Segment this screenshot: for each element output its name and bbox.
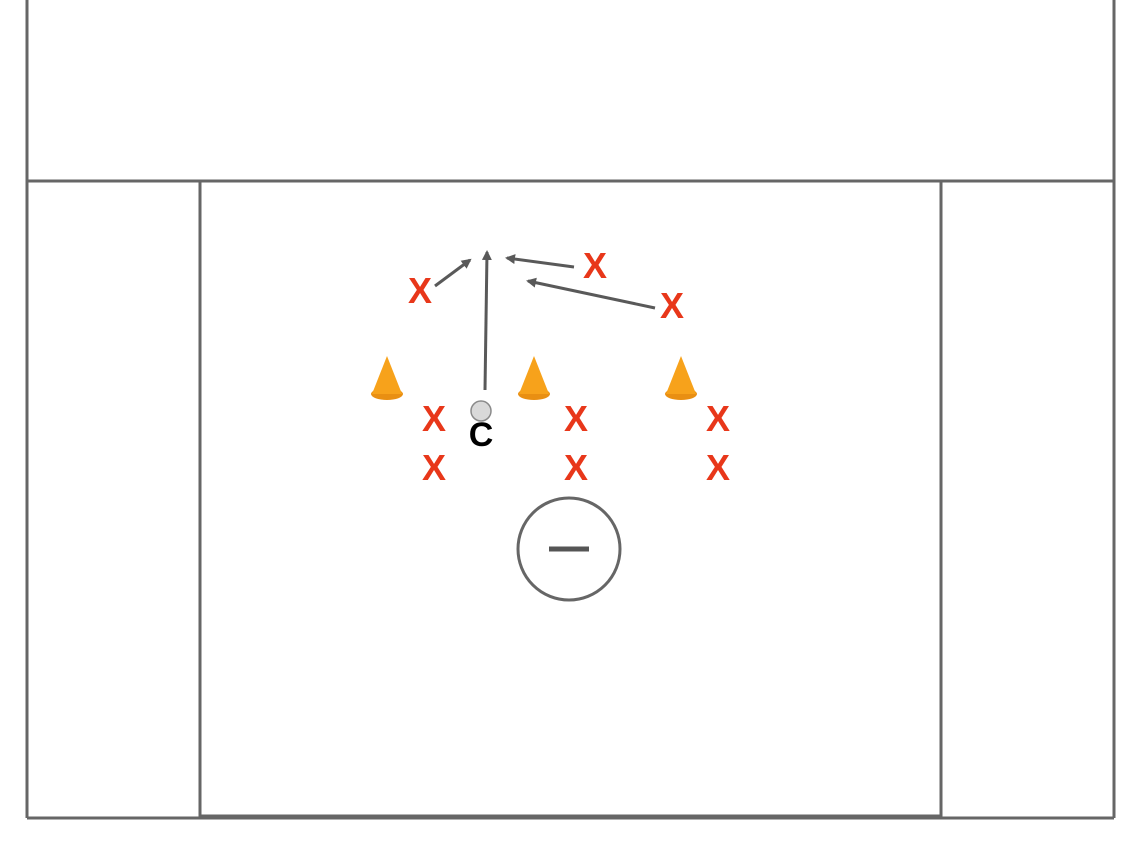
arrow-left-player [434,258,472,288]
player-marker: X [564,398,588,439]
field-lines [25,0,1116,820]
players: X X X X X X X X X [408,245,730,488]
player-marker: X [422,398,446,439]
arrow-coach-up [481,250,492,391]
movement-arrows [434,250,656,391]
player-marker: X [583,245,607,286]
coach: C [469,400,494,454]
arrow-top-right-player [505,254,575,269]
offensive-box [198,179,943,818]
player-marker: X [660,285,684,326]
player-marker: X [706,398,730,439]
player-marker: X [422,447,446,488]
crease-circle [516,496,622,602]
cone-icon [665,356,697,400]
coach-label: C [469,416,494,454]
ball-icon [470,400,492,422]
player-marker: X [564,447,588,488]
goal-crease-icon [516,496,622,602]
player-marker: X [706,447,730,488]
cone-icon [518,356,550,400]
arrow-far-right-player [526,277,656,310]
player-marker: X [408,270,432,311]
cone-icon [371,356,403,400]
